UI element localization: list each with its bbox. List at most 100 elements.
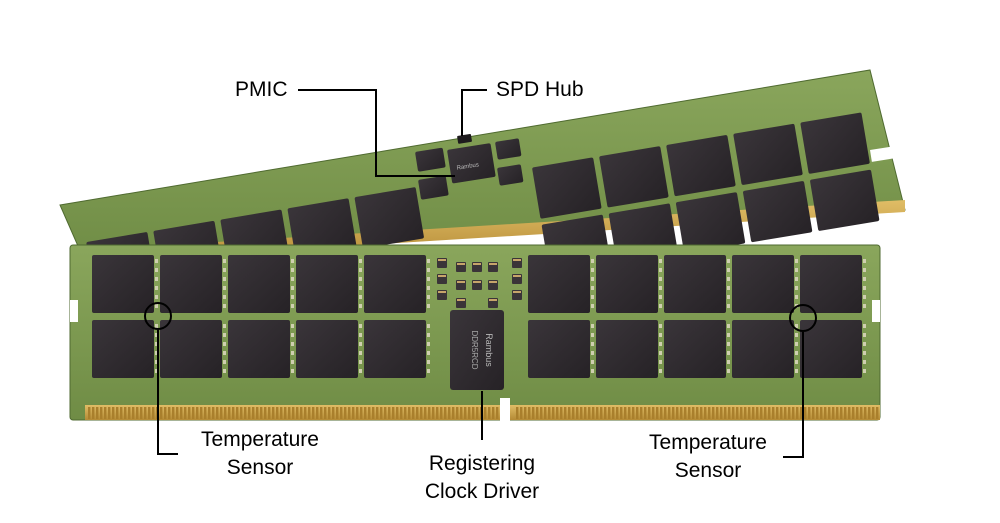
front-dimm-key-notch — [500, 398, 510, 422]
back-dram-chip — [800, 112, 870, 174]
gold-pin — [172, 407, 175, 419]
gold-pin — [412, 407, 415, 419]
chip-passive — [359, 286, 362, 290]
gold-pin — [628, 407, 631, 419]
gold-pin — [264, 407, 267, 419]
gold-pin — [424, 407, 427, 419]
gold-pin — [484, 407, 487, 419]
gold-pin — [800, 407, 803, 419]
gold-pin — [388, 407, 391, 419]
dram-chip — [528, 320, 590, 378]
gold-pin — [696, 407, 699, 419]
chip-passive — [659, 342, 662, 346]
gold-pin — [372, 407, 375, 419]
back-dram-chip — [532, 157, 602, 219]
chip-passive — [591, 351, 594, 355]
pmic-chip-brand: Rambus — [456, 162, 479, 171]
spd-hub-callout-line — [461, 89, 487, 136]
gold-pin — [768, 407, 771, 419]
gold-pin — [120, 407, 123, 419]
gold-pin — [436, 407, 439, 419]
gold-pin — [392, 407, 395, 419]
gold-pin — [816, 407, 819, 419]
chip-passive — [795, 277, 798, 281]
passive-contact — [489, 263, 497, 265]
gold-pin — [752, 407, 755, 419]
gold-pin — [144, 407, 147, 419]
rcd-chip — [450, 310, 504, 390]
gold-pin — [744, 407, 747, 419]
chip-passive — [223, 286, 226, 290]
chip-passive — [659, 351, 662, 355]
gold-pin — [688, 407, 691, 419]
gold-pin — [128, 407, 131, 419]
chip-passive — [291, 333, 294, 337]
gold-pin — [272, 407, 275, 419]
back-dram-chip — [354, 187, 424, 249]
gold-pin — [724, 407, 727, 419]
gold-pin — [88, 407, 91, 419]
gold-pin — [808, 407, 811, 419]
gold-pin — [248, 407, 251, 419]
gold-pin — [652, 407, 655, 419]
chip-passive — [591, 295, 594, 299]
chip-passive — [795, 324, 798, 328]
chip-passive — [659, 324, 662, 328]
chip-passive — [863, 295, 866, 299]
gold-pin — [620, 407, 623, 419]
chip-passive — [359, 333, 362, 337]
chip-passive — [291, 268, 294, 272]
chip-passive — [155, 369, 158, 373]
gold-pin — [604, 407, 607, 419]
dram-chip — [92, 320, 154, 378]
gold-pin — [188, 407, 191, 419]
gold-pin — [296, 407, 299, 419]
chip-passive — [223, 259, 226, 263]
gold-pin — [864, 407, 867, 419]
gold-pin — [260, 407, 263, 419]
gold-pin — [708, 407, 711, 419]
chip-passive — [591, 342, 594, 346]
chip-passive — [795, 286, 798, 290]
chip-passive — [659, 333, 662, 337]
gold-pin — [588, 407, 591, 419]
chip-passive — [427, 259, 430, 263]
back-dram-chip — [675, 192, 746, 254]
chip-passive — [427, 369, 430, 373]
gold-pin — [312, 407, 315, 419]
dram-chip — [364, 255, 426, 313]
gold-pin — [464, 407, 467, 419]
chip-passive — [863, 360, 866, 364]
temp-sensor-right-line1: Temperature — [649, 431, 767, 454]
gold-pin — [740, 407, 743, 419]
gold-pin — [360, 407, 363, 419]
chip-passive — [155, 351, 158, 355]
gold-pin — [660, 407, 663, 419]
chip-passive — [863, 324, 866, 328]
chip-passive — [359, 342, 362, 346]
chip-passive — [659, 277, 662, 281]
chip-passive — [155, 295, 158, 299]
passive-contact — [513, 291, 521, 293]
gold-pin — [276, 407, 279, 419]
chip-passive — [795, 295, 798, 299]
gold-pin — [256, 407, 259, 419]
gold-pin — [608, 407, 611, 419]
chip-passive — [727, 333, 730, 337]
gold-pin — [200, 407, 203, 419]
chip-passive — [291, 304, 294, 308]
dram-chip — [364, 320, 426, 378]
pmic-label: PMIC — [235, 78, 288, 101]
temp-sensor-left-line2: Sensor — [226, 456, 294, 479]
chip-passive — [795, 360, 798, 364]
gold-pin — [228, 407, 231, 419]
gold-pin — [648, 407, 651, 419]
gold-pin — [384, 407, 387, 419]
gold-pin — [736, 407, 739, 419]
gold-pin — [780, 407, 783, 419]
gold-pin — [868, 407, 871, 419]
gold-pin — [632, 407, 635, 419]
chip-passive — [223, 268, 226, 272]
gold-pin — [672, 407, 675, 419]
chip-passive — [223, 342, 226, 346]
